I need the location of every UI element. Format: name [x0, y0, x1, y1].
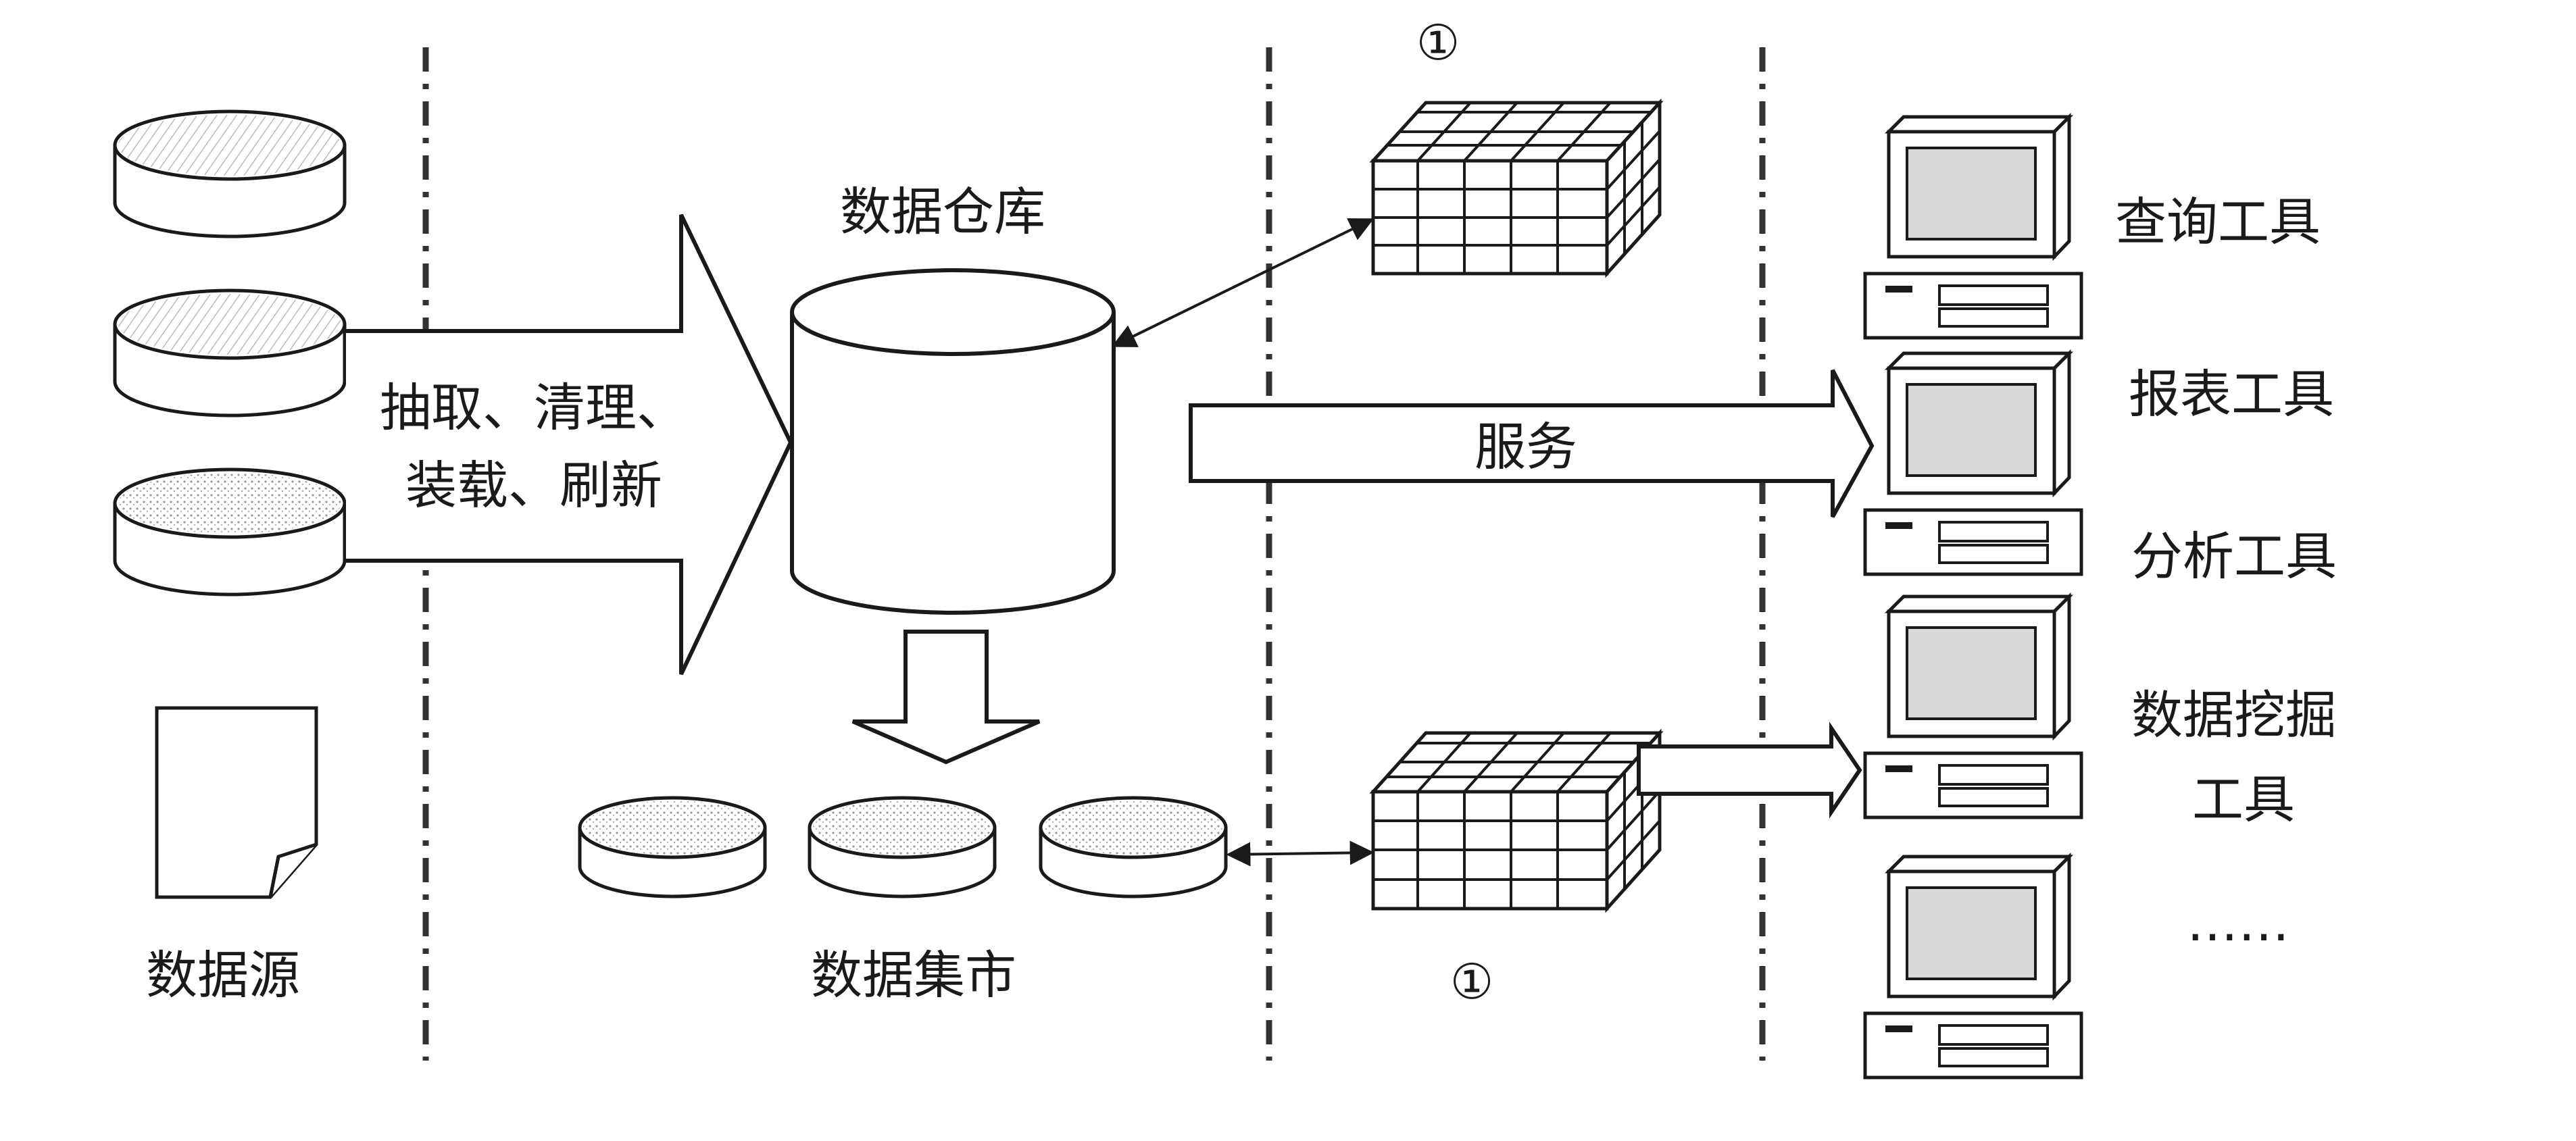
warehouse-cube-link	[1111, 218, 1374, 347]
computer-icon-4	[1863, 852, 2083, 1080]
data-source-disks	[113, 109, 347, 597]
source-disk-2	[113, 288, 347, 417]
olap-cube-top	[1369, 98, 1664, 278]
data-mart-2	[808, 796, 997, 898]
data-mart-disks	[578, 796, 1228, 898]
olap-marker-top: ①	[1416, 14, 1460, 71]
warehouse-to-marts-arrow	[851, 630, 1041, 765]
tool-more-label: ……	[2187, 892, 2289, 953]
data-mart-1	[578, 796, 767, 898]
cube-to-mining-arrow	[1637, 721, 1862, 819]
data-source-label: 数据源	[146, 945, 300, 1005]
tool-report-label: 报表工具	[2129, 364, 2334, 424]
data-warehouse-label: 数据仓库	[840, 182, 1045, 242]
tool-analysis-label: 分析工具	[2131, 526, 2337, 586]
service-label: 服务	[1475, 417, 1577, 477]
tool-query-label: 查询工具	[2115, 192, 2321, 252]
data-mart-3	[1039, 796, 1228, 898]
computer-icon-1	[1863, 112, 2083, 340]
source-disk-3	[113, 467, 347, 597]
data-marts-label: 数据集市	[811, 945, 1016, 1005]
olap-marker-bottom: ①	[1450, 953, 1494, 1010]
computer-icon-3	[1863, 592, 2083, 819]
etl-label-line2: 装载、刷新	[405, 455, 662, 515]
olap-cube-bottom	[1369, 728, 1664, 913]
etl-label-line1: 抽取、清理、	[380, 378, 688, 438]
tool-mining-label-line1: 数据挖掘	[2131, 685, 2337, 745]
etl-arrow	[346, 213, 793, 676]
mart-cube-link	[1226, 840, 1374, 867]
service-arrow	[1189, 369, 1875, 518]
computer-icon-2	[1863, 349, 2083, 576]
source-disk-1	[113, 109, 347, 238]
data-warehouse-cylinder	[790, 268, 1116, 615]
source-document-icon	[155, 706, 318, 899]
tool-mining-label-line2: 工具	[2192, 769, 2295, 830]
